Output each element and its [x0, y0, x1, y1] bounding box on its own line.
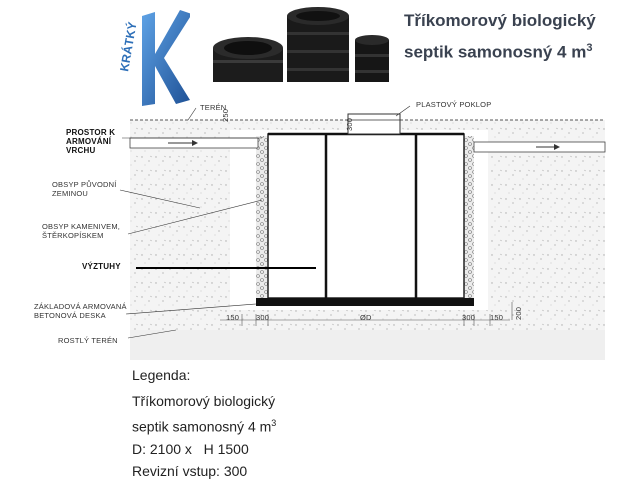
- outlet-arrowhead: [554, 144, 560, 150]
- legend-heading: Legenda:: [132, 367, 191, 383]
- dim-diameter: ØD: [360, 313, 372, 322]
- legend-line-4: Revizní vstup: 300: [132, 462, 248, 479]
- logo-text: KRÁTKÝ: [116, 21, 139, 73]
- legend-superscript: 3: [271, 418, 277, 428]
- label-prostor-l2: ARMOVÁNÍ: [66, 137, 112, 146]
- label-vyztuhy: VÝZTUHY: [82, 262, 121, 271]
- label-zakladova: ZÁKLADOVÁ ARMOVANÁ BETONOVÁ DESKA: [34, 302, 127, 320]
- dim-bottom-300-right: 300: [462, 313, 476, 322]
- septic-cross-section-diagram: TERÉN PLASTOVÝ POKLOP PROSTOR K ARMOVÁNÍ…: [0, 98, 636, 360]
- dim-bottom-300-left: 300: [256, 313, 270, 322]
- legend: Legenda: Tříkomorový biologický septik s…: [132, 364, 276, 482]
- label-prostor-l3: VRCHU: [66, 146, 96, 155]
- title-line-2: septik samonosný 4 m3: [404, 42, 592, 63]
- dim-side-right-label: 200: [514, 306, 523, 320]
- title-superscript: 3: [586, 42, 593, 54]
- label-obsyp-puvodni-l1: OBSYP PŮVODNÍ: [52, 180, 117, 189]
- dim-bottom-150-right: 150: [490, 313, 504, 322]
- leader-obsyp-puvodni: [119, 189, 201, 209]
- label-teren: TERÉN: [200, 103, 227, 112]
- label-zakladova-l2: BETONOVÁ DESKA: [34, 311, 106, 320]
- title-line-1: Tříkomorový biologický: [404, 11, 596, 30]
- tank-left: [213, 37, 283, 82]
- concrete-slab: [256, 298, 474, 306]
- label-obsyp-puvodni-l2: ZEMINOU: [52, 189, 88, 198]
- title-line-2-text: septik samonosný 4 m: [404, 42, 587, 62]
- dim-top-right: 300: [345, 117, 354, 131]
- gravel-right: [462, 136, 474, 298]
- dim-bottom-150-left: 150: [226, 313, 240, 322]
- label-prostor-l1: PROSTOR K: [66, 128, 116, 137]
- diagram-svg: [119, 105, 606, 360]
- soil-bottom: [130, 330, 605, 360]
- tank-large: [287, 7, 349, 82]
- tank-right: [355, 35, 389, 82]
- label-obsyp-kamenivem: OBSYP KAMENIVEM, ŠTĚRKOPÍSKEM: [42, 222, 120, 240]
- kratky-logo: KRÁTKÝ: [116, 10, 190, 106]
- legend-line-3: D: 2100 x H 1500: [132, 440, 249, 457]
- header: KRÁTKÝ Tříkomorový biologický septik sam…: [0, 0, 636, 106]
- label-zakladova-l1: ZÁKLADOVÁ ARMOVANÁ: [34, 302, 127, 311]
- leader-zakladova: [125, 303, 257, 315]
- legend-line-1: Tříkomorový biologický: [132, 393, 276, 409]
- label-obsyp-kamenivem-l1: OBSYP KAMENIVEM,: [42, 222, 121, 231]
- tank-body: [267, 133, 465, 299]
- gravel-left: [256, 136, 268, 298]
- inlet-arrowhead: [192, 140, 198, 146]
- label-plastovy-poklop: PLASTOVÝ POKLOP: [416, 100, 492, 109]
- tanks-image: [213, 7, 389, 82]
- legend-line-2: septik samonosný 4 m3: [132, 412, 276, 438]
- leader-teren: [187, 107, 197, 121]
- legend-line-2-text: septik samonosný 4 m: [132, 418, 272, 435]
- label-obsyp-kamenivem-l2: ŠTĚRKOPÍSKEM: [42, 231, 104, 240]
- leader-obsyp-kamenivem: [127, 199, 263, 235]
- label-obsyp-puvodni: OBSYP PŮVODNÍ ZEMINOU: [52, 180, 117, 198]
- dim-top-left: 250: [221, 108, 230, 122]
- leader-poklop: [395, 105, 411, 117]
- label-rostly-teren: ROSTLÝ TERÉN: [58, 336, 118, 345]
- plastic-cover: [347, 113, 401, 135]
- leader-rostly: [127, 329, 177, 339]
- label-prostor-k-armovani: PROSTOR K ARMOVÁNÍ VRCHU: [66, 128, 115, 155]
